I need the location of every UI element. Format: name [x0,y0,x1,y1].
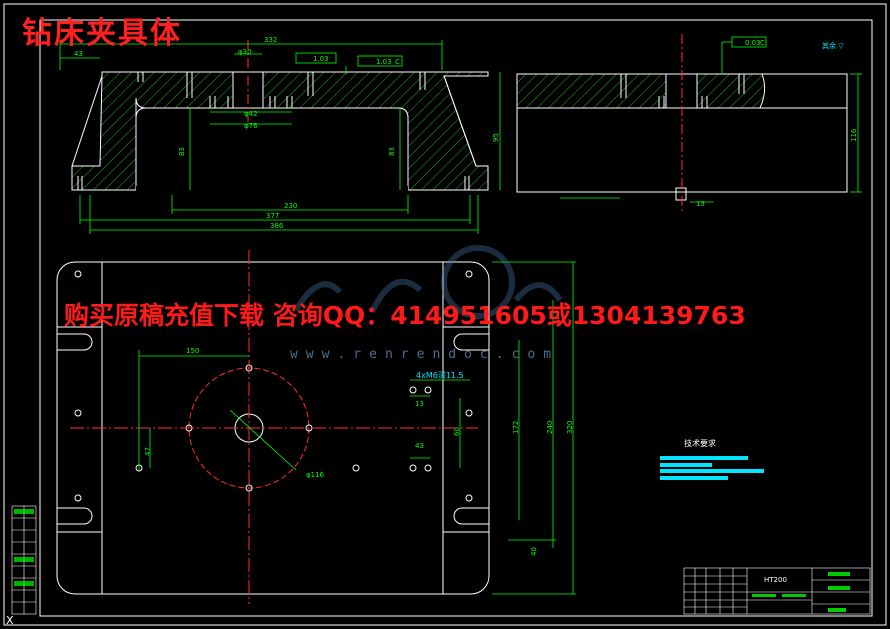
front-dimensions [59,40,501,234]
sheet-outer-border [3,3,887,626]
side-threaded-holes [620,74,745,108]
dim-386: 386 [270,222,284,230]
side-dim-116: 116 [850,128,858,142]
dim-83-left: 83 [178,147,186,156]
side-view: 116 13 0.03 C 其余 ▽ [516,34,862,214]
dim-95: 95 [492,133,500,142]
top-dim-labels: 150 47 172 240 320 60 13 43 40 φ116 [144,347,574,556]
gdt-tol-1: 1.03 [313,55,329,63]
top-dim-240: 240 [546,421,554,434]
top-dimensions [138,261,576,595]
side-dim-13: 13 [696,200,705,208]
dim-phi30: φ30 [238,48,252,56]
gdt-tol-2: 1.03 [376,58,392,66]
top-dim-40: 40 [530,547,538,556]
drawing-title: 钻床夹具体 [22,16,182,51]
tech-requirements-title: 技术要求 [684,439,716,448]
top-dim-320: 320 [566,421,574,434]
dim-43: 43 [74,50,83,58]
front-view: 332 43 230 377 386 83 83 95 φ42 φ76 φ30 … [59,36,501,234]
u-slots [57,326,489,533]
front-cavity [135,107,409,191]
top-dim-150: 150 [186,347,199,355]
front-threaded-holes [77,72,470,190]
front-dim-labels: 332 43 230 377 386 83 83 95 φ42 φ76 φ30 … [74,36,500,230]
side-view-section [516,73,766,109]
dim-phi76: φ76 [244,122,258,130]
watermark-url: www.renrendoc.com [290,347,560,362]
front-gdt-frames [295,52,403,74]
corner-x-mark: X [6,614,14,627]
watermark-logo [293,245,563,319]
tech-requirements-lines [660,456,764,480]
watermark-purchase-text: 购买原稿充值下载 咨询QQ：414951605或1304139763 [64,301,746,330]
top-view-outline [56,261,490,595]
front-right-slope [443,75,477,167]
gdt-datum-c: C [395,58,400,66]
side-gdt-datum: C [760,39,765,47]
dim-332: 332 [264,36,277,44]
top-dim-13: 13 [415,400,424,408]
dim-230: 230 [284,202,297,210]
title-block [683,567,871,615]
dim-377: 377 [266,212,279,220]
front-base-cover [136,186,408,192]
dim-phi42: φ42 [244,110,258,118]
tapped-hole-note: 4xM6深11.5 [416,371,464,380]
surface-finish-note: 其余 ▽ [822,41,844,50]
sheet-inner-border [39,19,873,617]
top-dim-43: 43 [415,442,424,450]
top-dim-phi116: φ116 [306,471,325,479]
side-gdt-tol: 0.03 [745,39,761,47]
dim-83-right: 83 [388,147,396,156]
material-label: HT200 [764,576,787,584]
front-left-slope [71,75,103,167]
top-holes [74,270,473,502]
top-dim-172: 172 [512,421,520,434]
top-view: 150 47 172 240 320 60 13 43 40 φ116 4xM6… [56,250,576,604]
top-dim-47: 47 [144,447,152,456]
top-dim-60: 60 [453,427,461,436]
